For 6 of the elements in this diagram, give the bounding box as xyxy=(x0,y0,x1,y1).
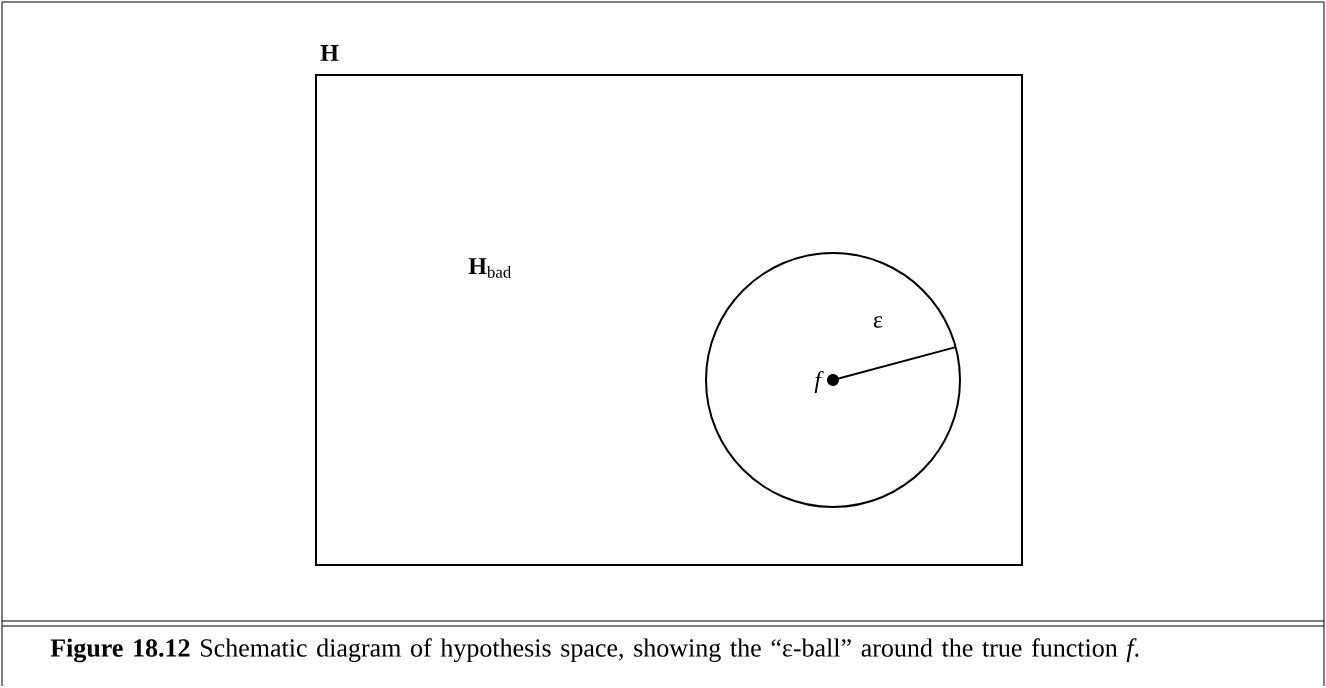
figure-caption: Figure 18.12 Schematic diagram of hypothesis space, showing the “ε-ball” around the true function f. xyxy=(50,638,1139,663)
box-heading: H xyxy=(320,45,339,61)
ball-circle xyxy=(705,252,961,508)
point-label: f xyxy=(814,371,824,393)
radius-label: ε xyxy=(873,316,883,328)
region-label: H$_{bad}$ xyxy=(468,258,511,278)
